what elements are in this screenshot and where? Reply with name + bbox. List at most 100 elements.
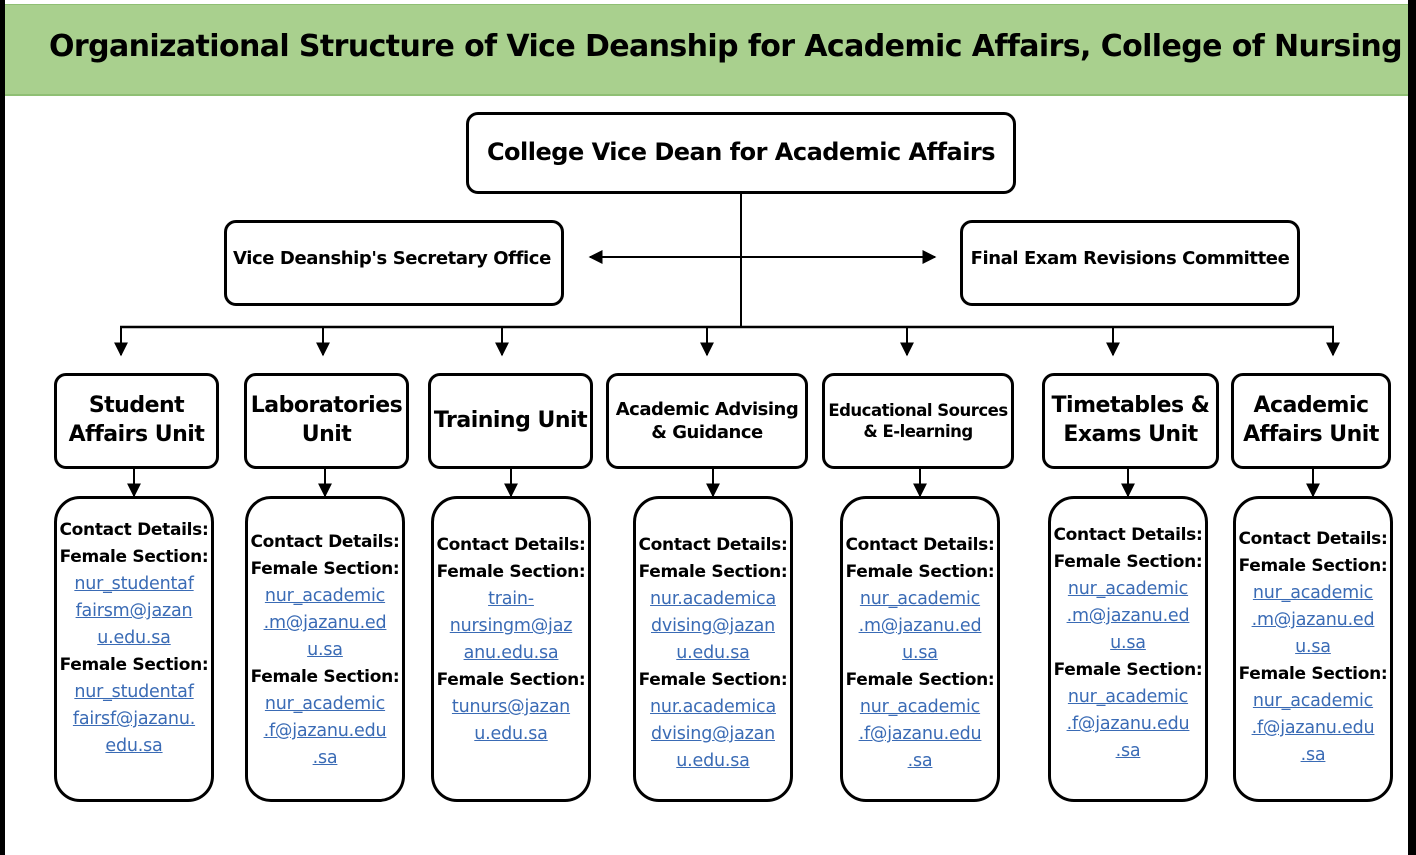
email-link[interactable]: nur_studentaf fairsf@jazanu. edu.sa bbox=[57, 679, 211, 760]
contact-heading: Contact Details: bbox=[845, 535, 995, 555]
email-line[interactable]: .sa bbox=[312, 748, 338, 768]
email-line[interactable]: nursingm@jaz bbox=[449, 616, 573, 636]
contact-heading: Contact Details: bbox=[436, 535, 586, 555]
email-line[interactable]: .sa bbox=[907, 751, 933, 771]
email-line[interactable]: nur.academica bbox=[650, 697, 776, 717]
email-line[interactable]: .f@jazanu.edu bbox=[858, 724, 982, 744]
section-label: Female Section: bbox=[1238, 556, 1388, 576]
email-link[interactable]: nur_studentaf fairsm@jazan u.edu.sa bbox=[57, 571, 211, 652]
email-line[interactable]: .f@jazanu.edu bbox=[1066, 714, 1190, 734]
email-line[interactable]: .m@jazanu.ed bbox=[1251, 610, 1375, 630]
contact-box-educational-sources: Contact Details: Female Section: nur_acade… bbox=[840, 496, 1000, 802]
email-link[interactable]: train-nursingm@jaz anu.edu.sa bbox=[434, 586, 588, 667]
unit-node-timetables-exams: Timetables &Exams Unit bbox=[1042, 373, 1219, 469]
section-label: Female Section: bbox=[250, 667, 400, 687]
email-line[interactable]: nur.academica bbox=[650, 589, 776, 609]
unit-name-line: Student bbox=[88, 393, 185, 419]
email-line[interactable]: nur_academic bbox=[859, 589, 981, 609]
section-label: Female Section: bbox=[1238, 664, 1388, 684]
email-line[interactable]: nur_academic bbox=[264, 586, 386, 606]
unit-name-line: Affairs Unit bbox=[1243, 422, 1379, 447]
unit-name-line: Training Unit bbox=[433, 407, 588, 433]
email-line[interactable]: dvising@jazan bbox=[651, 616, 775, 636]
side-node-label: Final Exam Revisions Committee bbox=[970, 248, 1290, 270]
section-label: Female Section: bbox=[59, 655, 209, 675]
email-link[interactable]: nur_academic .m@jazanu.ed u.sa bbox=[1236, 580, 1390, 661]
contact-heading: Contact Details: bbox=[1053, 525, 1203, 545]
email-line[interactable]: .sa bbox=[1300, 745, 1326, 765]
email-link[interactable]: nur.academica dvising@jazan u.edu.sa bbox=[636, 694, 790, 775]
email-line[interactable]: train- bbox=[488, 589, 534, 609]
unit-name-line: Affairs Unit bbox=[68, 422, 205, 447]
contact-heading: Contact Details: bbox=[1238, 529, 1388, 549]
email-line[interactable]: .m@jazanu.ed bbox=[263, 613, 387, 633]
title-banner: Organizational Structure of Vice Deanshi… bbox=[5, 4, 1408, 96]
email-line[interactable]: anu.edu.sa bbox=[463, 643, 559, 663]
page-title: Organizational Structure of Vice Deanshi… bbox=[49, 29, 1403, 64]
unit-name-line: Exams Unit bbox=[1063, 422, 1198, 447]
root-node-vice-dean: College Vice Dean for Academic Affairs bbox=[466, 112, 1016, 194]
unit-node-educational-sources: Educational Sources& E-learning bbox=[822, 373, 1014, 469]
email-link[interactable]: nur_academic .m@jazanu.ed u.sa bbox=[843, 586, 997, 667]
section-label: Female Section: bbox=[845, 670, 995, 690]
frame-border-right bbox=[1408, 0, 1416, 855]
unit-name-line: Laboratories bbox=[250, 393, 403, 419]
contact-box-timetables-exams: Contact Details: Female Section: nur_acade… bbox=[1048, 496, 1208, 802]
email-line[interactable]: u.sa bbox=[1295, 637, 1331, 657]
email-line[interactable]: dvising@jazan bbox=[651, 724, 775, 744]
side-node-label: Vice Deanship's Secretary Office bbox=[233, 248, 551, 270]
contact-box-student-affairs: Contact Details: Female Section: nur_stude… bbox=[54, 496, 214, 802]
section-label: Female Section: bbox=[436, 670, 586, 690]
email-line[interactable]: nur_academic bbox=[859, 697, 981, 717]
email-link[interactable]: nur_academic .f@jazanu.edu .sa bbox=[1051, 684, 1205, 765]
email-line[interactable]: nur_academic bbox=[1252, 691, 1374, 711]
email-line[interactable]: nur_studentaf bbox=[74, 682, 194, 702]
email-link[interactable]: nur.academica dvising@jazan u.edu.sa bbox=[636, 586, 790, 667]
unit-node-training: Training Unit bbox=[428, 373, 593, 469]
section-label: Female Section: bbox=[59, 547, 209, 567]
email-line[interactable]: edu.sa bbox=[105, 736, 163, 756]
email-line[interactable]: .sa bbox=[1115, 741, 1141, 761]
unit-name-line: Unit bbox=[301, 422, 352, 447]
email-line[interactable]: u.edu.sa bbox=[474, 724, 548, 744]
email-line[interactable]: nur_academic bbox=[1252, 583, 1374, 603]
email-line[interactable]: fairsm@jazan bbox=[75, 601, 193, 621]
email-line[interactable]: u.edu.sa bbox=[676, 643, 750, 663]
contact-box-laboratories: Contact Details: Female Section: nur_acade… bbox=[245, 496, 405, 802]
email-link[interactable]: nur_academic .f@jazanu.edu .sa bbox=[843, 694, 997, 775]
contact-box-academic-affairs: Contact Details: Female Section: nur_acade… bbox=[1233, 496, 1393, 802]
email-line[interactable]: .m@jazanu.ed bbox=[858, 616, 982, 636]
section-label: Female Section: bbox=[638, 562, 788, 582]
email-line[interactable]: nur_academic bbox=[264, 694, 386, 714]
email-line[interactable]: nur_studentaf bbox=[74, 574, 194, 594]
email-link[interactable]: nur_academic .m@jazanu.ed u.sa bbox=[1051, 576, 1205, 657]
email-line[interactable]: nur_academic bbox=[1067, 687, 1189, 707]
email-line[interactable]: .f@jazanu.edu bbox=[1251, 718, 1375, 738]
unit-name-line: Academic bbox=[1253, 393, 1369, 419]
email-line[interactable]: u.edu.sa bbox=[676, 751, 750, 771]
email-line[interactable]: u.sa bbox=[902, 643, 938, 663]
email-line[interactable]: .m@jazanu.ed bbox=[1066, 606, 1190, 626]
email-line[interactable]: fairsf@jazanu. bbox=[72, 709, 196, 729]
email-link[interactable]: nur_academic .f@jazanu.edu .sa bbox=[248, 691, 402, 772]
contact-heading: Contact Details: bbox=[59, 520, 209, 540]
email-line[interactable]: u.edu.sa bbox=[97, 628, 171, 648]
email-link[interactable]: nur_academic .f@jazanu.edu .sa bbox=[1236, 688, 1390, 769]
section-label: Female Section: bbox=[1053, 660, 1203, 680]
email-line[interactable]: .f@jazanu.edu bbox=[263, 721, 387, 741]
unit-node-academic-advising: Academic Advising& Guidance bbox=[606, 373, 808, 469]
section-label: Female Section: bbox=[436, 562, 586, 582]
email-line[interactable]: u.sa bbox=[1110, 633, 1146, 653]
unit-name-line: Educational Sources bbox=[828, 400, 1008, 420]
frame-border-left bbox=[0, 0, 5, 855]
contact-heading: Contact Details: bbox=[250, 532, 400, 552]
email-link[interactable]: nur_academic .m@jazanu.ed u.sa bbox=[248, 583, 402, 664]
email-line[interactable]: nur_academic bbox=[1067, 579, 1189, 599]
email-line[interactable]: u.sa bbox=[307, 640, 343, 660]
section-label: Female Section: bbox=[638, 670, 788, 690]
email-line[interactable]: tunurs@jazan bbox=[451, 697, 571, 717]
email-link[interactable]: tunurs@jazan u.edu.sa bbox=[434, 694, 588, 748]
